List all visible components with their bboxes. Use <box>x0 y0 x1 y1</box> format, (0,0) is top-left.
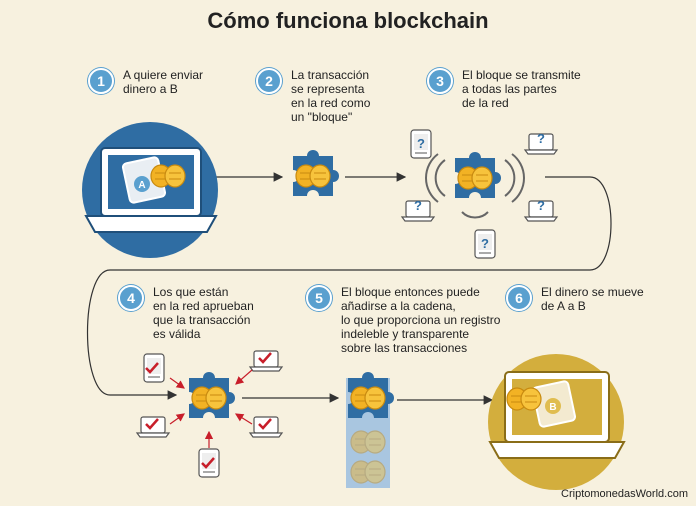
step-text: El bloque entonces puede añadirse a la c… <box>341 285 501 355</box>
step-3: 3 El bloque se transmite a todas las par… <box>427 68 581 110</box>
step-text: El dinero se mueve de A a B <box>541 285 644 313</box>
step-1: 1 A quiere enviar dinero a B <box>88 68 203 96</box>
step-6: 6 El dinero se mueve de A a B <box>506 285 644 313</box>
laptop-check-icon <box>136 416 170 438</box>
site-credit: CriptomonedasWorld.com <box>561 488 688 500</box>
question-mark: ? <box>537 198 545 213</box>
approval-network <box>136 350 283 478</box>
block-puzzle-icon <box>455 152 501 198</box>
block-puzzle-icon <box>293 150 339 196</box>
step-2: 2 La transacción se representa en la red… <box>256 68 370 124</box>
step-number: 1 <box>88 68 114 94</box>
block-puzzle-icon <box>189 372 235 418</box>
question-mark: ? <box>417 136 425 151</box>
laptop-check-icon <box>249 416 283 438</box>
coins-icon <box>506 387 542 411</box>
step-5: 5 El bloque entonces puede añadirse a la… <box>306 285 500 355</box>
coins-icon <box>150 164 186 188</box>
step-text: El bloque se transmite a todas las parte… <box>462 68 581 110</box>
laptop-a <box>82 122 218 258</box>
step-number: 2 <box>256 68 282 94</box>
question-mark: ? <box>414 198 422 213</box>
broadcast-network <box>401 129 558 259</box>
step-number: 4 <box>118 285 144 311</box>
step-number: 5 <box>306 285 332 311</box>
question-mark: ? <box>481 236 489 251</box>
step-number: 3 <box>427 68 453 94</box>
block-puzzle-icon <box>348 372 394 418</box>
wallet-a-label: A <box>138 180 145 191</box>
connector-3-to-4 <box>86 176 612 400</box>
blockchain-stack <box>346 372 394 488</box>
wallet-b-icon <box>531 380 577 428</box>
step-text: Los que están en la red aprueban que la … <box>153 285 254 341</box>
laptop-b <box>488 354 626 490</box>
wallet-b-label: B <box>549 402 556 413</box>
step-4: 4 Los que están en la red aprueban que l… <box>118 285 254 341</box>
page-title: Cómo funciona blockchain <box>207 8 489 33</box>
step-text: A quiere enviar dinero a B <box>123 68 204 96</box>
step-text: La transacción se representa en la red c… <box>291 68 371 124</box>
step-number: 6 <box>506 285 532 311</box>
question-mark: ? <box>537 131 545 146</box>
laptop-check-icon <box>249 350 283 372</box>
